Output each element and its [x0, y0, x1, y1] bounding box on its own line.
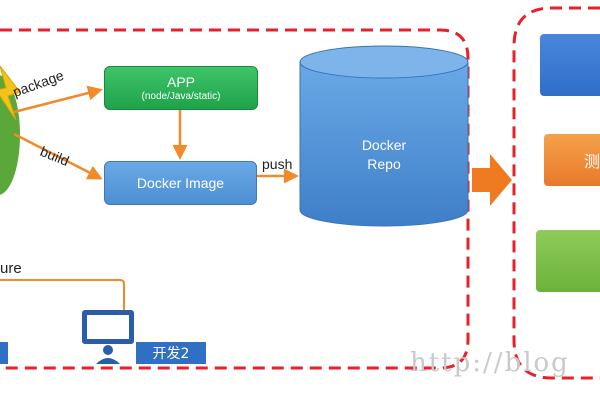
docker-repo-line1: Docker [361, 137, 407, 153]
big-right-arrow-icon [472, 154, 512, 206]
deploy-block-green [536, 230, 600, 292]
app-node: APP (node/Java/static) [104, 66, 258, 110]
docker-image-label: Docker Image [136, 175, 225, 191]
docker-image-node: Docker Image [104, 161, 257, 205]
deploy-block-blue [540, 34, 600, 96]
deploy-block-orange: 测 [544, 134, 600, 186]
developer-2-label: 开发2 [136, 342, 206, 364]
docker-repo-cylinder [299, 45, 469, 227]
app-subtitle: (node/Java/static) [141, 90, 221, 102]
deploy-zone-dashed-border [512, 6, 600, 380]
package-arrow [13, 85, 103, 114]
build-zone-dashed-border [0, 28, 470, 370]
partial-left-label: ure [0, 260, 22, 277]
docker-repo-line2: Repo [367, 156, 401, 172]
monitor-user-icon [82, 310, 134, 364]
push-edge-label: push [262, 156, 293, 172]
docker-repo-label: Docker Repo [300, 120, 468, 190]
lightning-source-icon [0, 65, 21, 195]
deploy-block-orange-text: 测 [584, 154, 600, 171]
app-title: APP [166, 73, 195, 90]
developer-connector [0, 279, 125, 312]
build-arrow [13, 132, 103, 180]
watermark: http://blog [410, 348, 570, 378]
developer-1-label-partial [0, 342, 8, 364]
